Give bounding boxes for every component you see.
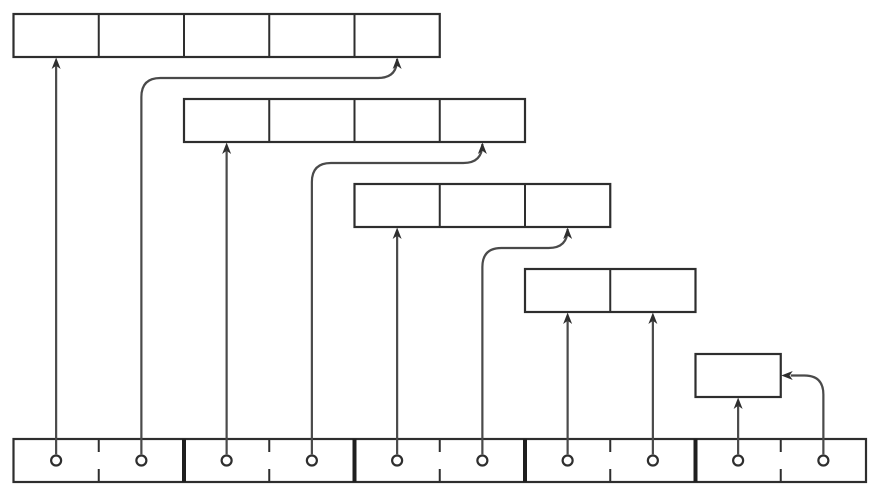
- pointer-arrow: [733, 397, 743, 455]
- arrowhead-up-icon: [563, 312, 573, 324]
- arrowhead-up-icon: [733, 397, 743, 409]
- pointer-arrow: [781, 371, 825, 455]
- array-1: [12, 12, 441, 59]
- arrowhead-up-icon: [392, 227, 402, 239]
- pointer-arrow-shaft: [790, 374, 825, 455]
- pointer-origin-dot: [561, 454, 574, 467]
- array-box-outline: [353, 182, 612, 229]
- pointer-arrow-shaft: [140, 58, 399, 455]
- pointer-origin-dot: [817, 454, 830, 467]
- handle-array: [12, 437, 868, 484]
- pointer-arrow-shaft: [481, 228, 569, 455]
- pointer-arrow: [392, 227, 402, 455]
- pointer-arrow-shaft: [310, 143, 484, 455]
- arrowhead-up-icon: [648, 312, 658, 324]
- arrowhead-up-icon: [392, 57, 402, 69]
- pointer-origin-dot: [220, 454, 233, 467]
- pointer-arrow: [140, 57, 402, 455]
- pointer-origin-dot: [135, 454, 148, 467]
- arrowhead-up-icon: [563, 227, 573, 239]
- pointer-origin-dot: [391, 454, 404, 467]
- pointer-origin-dot: [305, 454, 318, 467]
- array-box-outline: [12, 12, 441, 59]
- array-5: [694, 352, 782, 399]
- arrowhead-up-icon: [477, 142, 487, 154]
- arrowhead-up-icon: [51, 57, 61, 69]
- pointer-arrow: [51, 57, 61, 455]
- array-2: [182, 97, 527, 144]
- pointer-origin-dot: [732, 454, 745, 467]
- pointer-arrow: [222, 142, 232, 455]
- arrowhead-up-icon: [222, 142, 232, 154]
- pointer-arrow: [310, 142, 487, 455]
- pointer-arrow: [648, 312, 658, 455]
- pointer-origin-dot: [50, 454, 63, 467]
- array-3: [353, 182, 612, 229]
- pointer-arrow: [563, 312, 573, 455]
- pointer-origin-dot: [476, 454, 489, 467]
- arrowhead-left-icon: [781, 371, 793, 380]
- pointer-arrow: [481, 227, 573, 455]
- pointer-origin-dot: [646, 454, 659, 467]
- array-4: [523, 267, 697, 314]
- array-box-outline: [694, 352, 782, 399]
